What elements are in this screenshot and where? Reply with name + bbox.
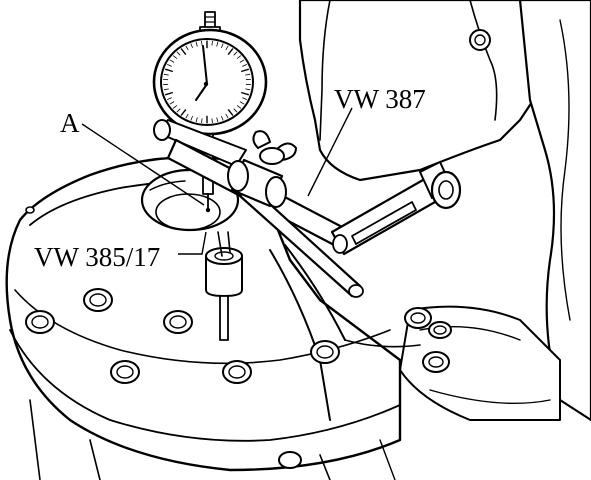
gauge-tick: [201, 40, 203, 46]
gauge-tick: [233, 108, 238, 113]
gauge-tick: [195, 117, 198, 123]
gauge-tick: [176, 108, 181, 113]
bolt: [163, 310, 193, 334]
gauge-tick: [242, 97, 247, 100]
gauge-tick: [227, 48, 234, 56]
leader-vw385: [178, 231, 207, 255]
bolt: [278, 451, 302, 469]
gauge-tick: [221, 43, 224, 49]
gauge-tick: [172, 105, 178, 109]
gauge-tick: [172, 55, 178, 59]
gauge-tick: [236, 105, 242, 109]
bolt: [25, 310, 55, 334]
gauge-tick: [225, 113, 229, 119]
gauge-tick: [185, 45, 189, 51]
measuring-spindle: [205, 231, 243, 341]
gauge-tick: [190, 43, 193, 49]
label-vw-385-17: VW 385/17: [34, 242, 160, 272]
bolt: [110, 360, 140, 384]
gauge-tick: [176, 51, 181, 56]
gauge-tick: [167, 97, 172, 100]
gauge-tick: [225, 45, 229, 51]
gauge-tick: [239, 101, 245, 105]
gauge-tick: [169, 101, 175, 105]
leader-vw387: [307, 107, 353, 197]
gauge-tick: [180, 108, 187, 116]
label-a: A: [60, 108, 80, 138]
gauge-tick: [180, 48, 187, 56]
gauge-ticks: [163, 40, 251, 124]
gauge-holder-vw387: [153, 119, 462, 298]
gauge-tick: [245, 88, 251, 91]
gauge-tick: [242, 64, 247, 67]
gauge-tick: [169, 59, 175, 63]
dial-gauge: [152, 11, 268, 213]
bolt: [25, 206, 35, 214]
gearbox-housing: [5, 0, 591, 480]
gauge-tick: [163, 88, 169, 91]
gauge-tick: [221, 115, 224, 121]
gauge-tick: [240, 68, 250, 73]
gauge-tick: [211, 118, 213, 124]
gauge-needle: [202, 45, 208, 85]
gauge-tick: [190, 115, 193, 121]
leader-a: [81, 123, 205, 206]
bolt: [222, 360, 252, 384]
bolt: [404, 307, 432, 329]
bolt: [310, 340, 340, 364]
gauge-tick: [240, 91, 250, 96]
leader-lines: [81, 107, 353, 255]
gauge-tick: [236, 55, 242, 59]
gauge-tick: [211, 40, 213, 46]
gauge-tick: [233, 51, 238, 56]
gauge-tick: [164, 68, 174, 73]
bolt: [83, 288, 113, 312]
bolt: [428, 321, 452, 339]
bolt: [422, 351, 450, 373]
gauge-tick: [195, 41, 198, 47]
gauge-tick: [227, 108, 234, 116]
gauge-tick: [245, 73, 251, 76]
gauge-tick: [164, 91, 174, 96]
label-vw-387: VW 387: [334, 84, 426, 114]
gauge-tick: [163, 73, 169, 76]
gauge-tick: [216, 41, 219, 47]
gauge-tick: [239, 59, 245, 63]
flange-bolts: [25, 206, 452, 469]
gauge-tick: [185, 113, 189, 119]
gauge-tick: [167, 64, 172, 67]
gauge-tick: [201, 118, 203, 124]
gauge-tick: [216, 117, 219, 123]
